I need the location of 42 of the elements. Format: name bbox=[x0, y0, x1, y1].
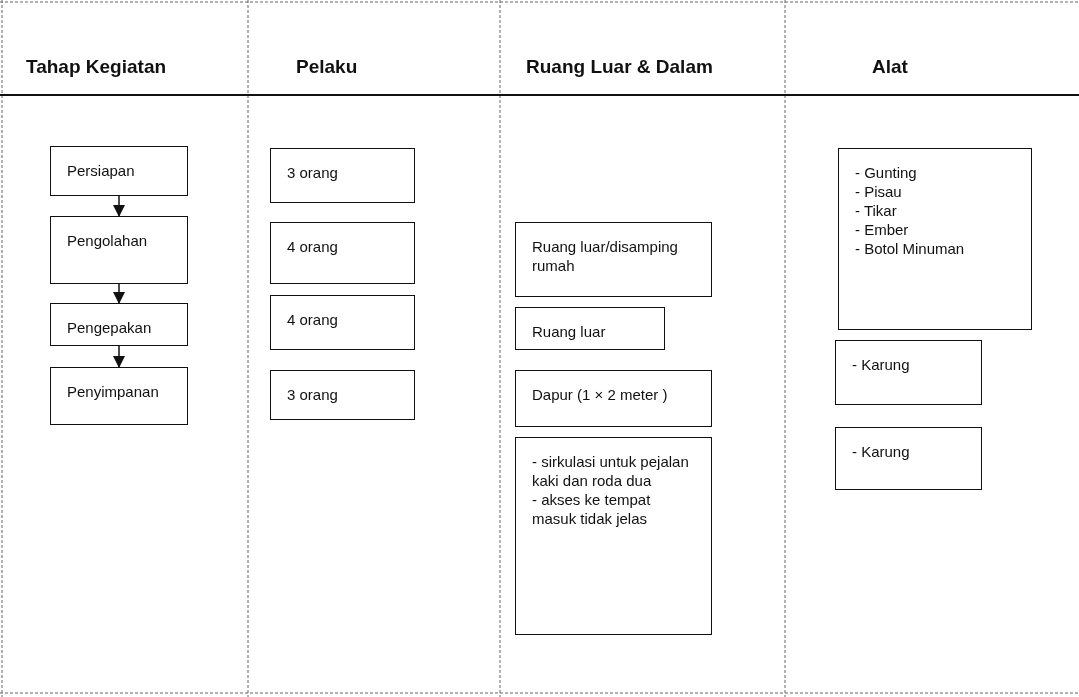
arrow bbox=[113, 283, 125, 304]
box-text: 3 orang bbox=[287, 385, 339, 404]
box-text: - Karung bbox=[852, 442, 911, 461]
list-item: - akses ke tempat masuk tidak jelas bbox=[532, 490, 652, 528]
box-text: 4 orang bbox=[287, 310, 339, 329]
stage-box bbox=[50, 367, 188, 425]
box-text: - Karung bbox=[852, 355, 911, 374]
box-text: 3 orang bbox=[287, 163, 339, 182]
column-header: Pelaku bbox=[296, 56, 358, 78]
list-item: - Gunting bbox=[855, 163, 918, 182]
list-item: - Pisau bbox=[855, 182, 903, 201]
space-box bbox=[515, 307, 665, 350]
box-text: Pengolahan bbox=[67, 231, 149, 250]
list-item: - Botol Minuman bbox=[855, 239, 966, 258]
list-item: - sirkulasi untuk pejalan kaki dan roda dua bbox=[532, 452, 690, 490]
tool-box bbox=[835, 427, 982, 490]
arrow bbox=[113, 345, 125, 368]
column-header: Tahap Kegiatan bbox=[26, 56, 167, 78]
box-text: Dapur (1 × 2 meter ) bbox=[532, 385, 669, 404]
stage-box bbox=[50, 216, 188, 284]
note-box bbox=[515, 437, 712, 635]
space-box bbox=[515, 370, 712, 427]
box-text: Ruang luar bbox=[532, 322, 607, 341]
space-box bbox=[515, 222, 712, 297]
stage-box bbox=[50, 303, 188, 346]
tool-box bbox=[835, 340, 982, 405]
actor-box bbox=[270, 148, 415, 203]
stage-box bbox=[50, 146, 188, 196]
arrow bbox=[113, 195, 125, 217]
actor-box bbox=[270, 222, 415, 284]
actor-box bbox=[270, 370, 415, 420]
column-header: Alat bbox=[872, 56, 908, 78]
actor-box bbox=[270, 295, 415, 350]
box-text: Penyimpanan bbox=[67, 382, 160, 401]
box-text: Pengepakan bbox=[67, 318, 153, 337]
column-header: Ruang Luar & Dalam bbox=[526, 56, 713, 78]
list-item: - Ember bbox=[855, 220, 910, 239]
list-item: - Tikar bbox=[855, 201, 898, 220]
box-text: Ruang luar/disamping rumah bbox=[532, 237, 679, 275]
box-text: Persiapan bbox=[67, 161, 136, 180]
box-text: 4 orang bbox=[287, 237, 339, 256]
tool-box bbox=[838, 148, 1032, 330]
